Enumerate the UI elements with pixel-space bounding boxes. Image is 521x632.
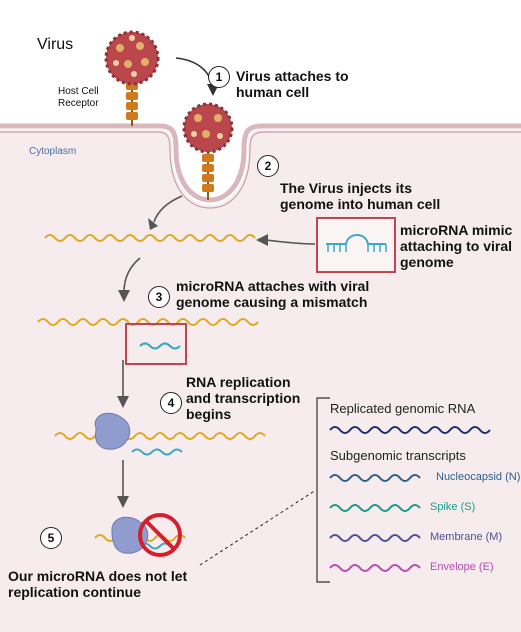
arrow-inject — [153, 195, 183, 223]
mirna-replication — [131, 448, 183, 456]
step-2-line1: The Virus injects its — [280, 180, 413, 196]
arrow-to-mismatch — [123, 257, 141, 293]
virus-label: Virus — [37, 36, 74, 53]
viral-genome-mismatch — [37, 318, 259, 326]
step-3-badge: 3 — [148, 286, 170, 308]
legend-connector — [199, 489, 317, 566]
host-cell-receptor-inside — [202, 150, 214, 200]
step-3-line2: genome causing a mismatch — [176, 294, 368, 310]
rna-strand-replication — [54, 432, 266, 440]
step-1-line2: human cell — [236, 84, 310, 100]
host-cell-receptor-line1: Host Cell — [58, 86, 99, 97]
host-cell-receptor-outside — [126, 80, 138, 126]
step-5-line2: replication continue — [8, 584, 142, 600]
mirna-bound — [139, 342, 181, 350]
legend-membrane-strand — [329, 534, 421, 542]
legend-subgenomic-title: Subgenomic transcripts — [330, 448, 466, 463]
step-2-badge: 2 — [257, 155, 279, 177]
arrow-mimic — [265, 239, 316, 245]
mimic-line2: attaching to viral — [400, 238, 513, 254]
legend-spike-label: Spike (S) — [430, 501, 476, 513]
rna-polymerase — [94, 412, 131, 450]
legend-envelope-label: Envelope (E) — [430, 561, 494, 573]
virus-particle-outside — [104, 30, 160, 86]
step-2-text: The Virus injects its genome into human … — [280, 180, 440, 212]
microrna-mimic — [326, 234, 386, 245]
step-4-line3: begins — [186, 406, 232, 422]
legend-nucleocapsid-strand — [329, 474, 421, 482]
legend-membrane-label: Membrane (M) — [430, 531, 503, 543]
mimic-line1: microRNA mimic — [400, 222, 513, 238]
legend-replicated-title: Replicated genomic RNA — [330, 401, 476, 416]
step-4-line2: and transcription — [186, 390, 301, 406]
step-1-badge: 1 — [208, 66, 230, 88]
step-5-line1: Our microRNA does not let — [8, 568, 188, 584]
host-cell-receptor-label: Host Cell Receptor — [58, 86, 99, 110]
cytoplasm-label: Cytoplasm — [29, 146, 77, 157]
step-4-badge: 4 — [160, 392, 182, 414]
mimic-text: microRNA mimic attaching to viral genome — [400, 222, 512, 270]
host-cell-receptor-line2: Receptor — [58, 98, 99, 109]
step-5-text: Our microRNA does not let replication co… — [8, 568, 187, 600]
legend-bracket — [316, 397, 330, 583]
legend-envelope-strand — [329, 564, 421, 572]
step-3-line1: microRNA attaches with viral — [176, 278, 370, 294]
mimic-line3: genome — [400, 254, 454, 270]
step-4-line1: RNA replication — [186, 374, 291, 390]
viral-genome-free — [44, 234, 256, 242]
step-1-line1: Virus attaches to — [236, 68, 349, 84]
step-2-line2: genome into human cell — [280, 196, 441, 212]
step-4-text: RNA replication and transcription begins — [186, 374, 300, 422]
cell-membrane — [0, 123, 521, 203]
prohibition-icon — [138, 513, 182, 557]
rna-polymerase-blocked — [111, 516, 149, 554]
legend-nucleocapsid-label: Nucleocapsid (N) — [436, 471, 521, 483]
step-5-badge: 5 — [40, 527, 62, 549]
legend-replicated-strand — [329, 426, 491, 434]
step-1-text: Virus attaches to human cell — [236, 68, 349, 100]
legend-spike-strand — [329, 504, 421, 512]
step-3-text: microRNA attaches with viral genome caus… — [176, 278, 369, 310]
virus-particle-attached — [182, 102, 234, 154]
mismatch-highlight-box — [125, 323, 187, 365]
